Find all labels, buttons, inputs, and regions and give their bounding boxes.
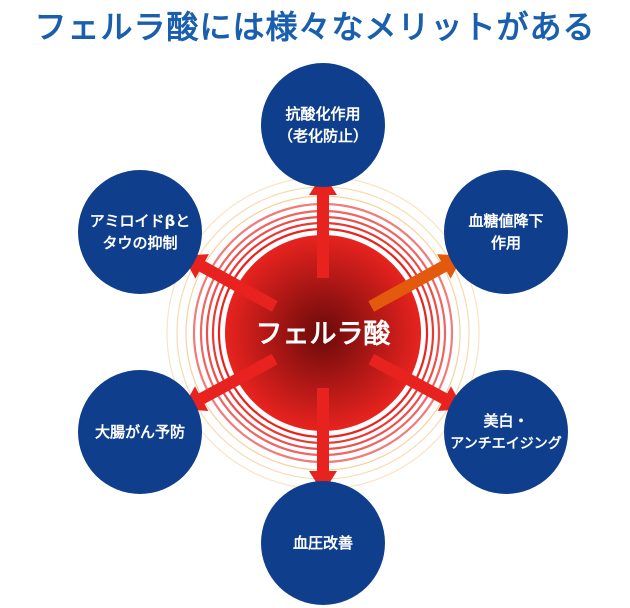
- benefit-circle: [78, 370, 202, 494]
- arrow: [368, 353, 464, 411]
- benefit-circle: [444, 170, 568, 294]
- benefit-circle: [261, 481, 385, 605]
- benefit-label: 美白・: [483, 412, 528, 430]
- benefit-label: 作用: [491, 234, 521, 252]
- arrow: [309, 173, 337, 278]
- benefit-circle: [78, 170, 202, 294]
- arrow: [182, 353, 278, 411]
- benefit-label: アンチエイジング: [450, 435, 561, 452]
- benefit-circle: [261, 63, 385, 187]
- benefit-label: （老化防止）: [278, 127, 368, 145]
- arrows: [182, 173, 464, 493]
- arrow: [309, 388, 337, 493]
- benefit-label: 血糖値降下: [468, 212, 543, 230]
- benefit-label: 抗酸化作用: [285, 105, 360, 123]
- benefit-label: 大腸がん予防: [95, 423, 185, 441]
- benefit-node: 抗酸化作用 （老化防止）: [261, 63, 385, 187]
- benefit-label: アミロイドβと: [90, 212, 190, 230]
- benefit-node: 美白・アンチエイジング: [444, 370, 568, 494]
- benefit-label: タウの抑制: [102, 234, 177, 252]
- arrow: [182, 254, 278, 312]
- benefit-nodes: 抗酸化作用（老化防止）血糖値降下作用美白・アンチエイジング血圧改善大腸がん予防ア…: [78, 63, 568, 605]
- benefit-label: 血圧改善: [293, 534, 353, 552]
- arrow: [368, 254, 464, 312]
- page-title: フェルラ酸には様々なメリットがある: [34, 8, 596, 46]
- benefit-node: 血圧改善: [261, 481, 385, 605]
- center-label: フェルラ酸: [256, 319, 392, 350]
- benefit-circle: [444, 370, 568, 494]
- benefit-node: 大腸がん予防: [78, 370, 202, 494]
- center-circle: [225, 235, 421, 431]
